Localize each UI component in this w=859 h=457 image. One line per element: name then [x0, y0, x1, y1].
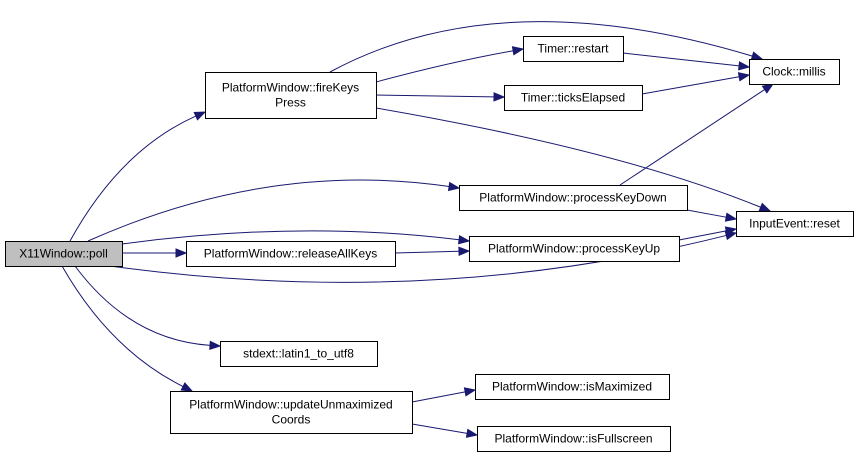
edge-n2-to-n4: [622, 52, 751, 71]
arrowhead-icon: [724, 212, 738, 222]
node-label: PlatformWindow::isMaximized: [492, 380, 652, 394]
edge-n3-to-n4: [641, 72, 751, 95]
node-label: PlatformWindow::isFullscreen: [494, 432, 652, 446]
node-box[interactable]: [186, 241, 396, 267]
edge-line: [375, 50, 514, 83]
edge-n1-to-n2: [375, 46, 525, 83]
node-n7[interactable]: PlatformWindow::releaseAllKeys: [186, 241, 396, 267]
node-label: InputEvent::reset: [749, 217, 840, 231]
arrowhead-icon: [758, 202, 772, 212]
node-box[interactable]: [469, 236, 680, 262]
node-n4[interactable]: Clock::millis: [749, 59, 840, 85]
node-box[interactable]: [205, 72, 377, 119]
arrowhead-icon: [750, 51, 764, 61]
edge-n5-to-n4: [619, 83, 775, 186]
node-n5[interactable]: PlatformWindow::processKeyDown: [459, 185, 688, 211]
edge-n0-to-n1: [69, 111, 207, 242]
edge-line: [622, 52, 740, 67]
edge-n0-to-n8: [121, 230, 471, 245]
edge-n0-to-n10: [61, 265, 194, 392]
node-box[interactable]: [459, 185, 688, 211]
edge-n1-to-n6: [375, 107, 772, 212]
edge-line: [411, 423, 468, 434]
edge-line: [121, 230, 460, 245]
arrowhead-icon: [447, 181, 461, 192]
edge-line: [619, 89, 765, 186]
edge-line: [394, 250, 460, 254]
node-n6[interactable]: InputEvent::reset: [736, 211, 854, 237]
node-label: Clock::millis: [762, 65, 825, 79]
edge-line: [61, 265, 184, 387]
node-box[interactable]: [170, 391, 413, 434]
node-n11[interactable]: PlatformWindow::isMaximized: [475, 374, 670, 400]
arrowhead-icon: [511, 46, 525, 56]
node-label: PlatformWindow::fireKeys: [222, 81, 359, 95]
node-box[interactable]: [5, 241, 123, 267]
node-box[interactable]: [736, 211, 854, 237]
arrowhead-icon: [180, 382, 194, 392]
edge-n5-to-n6: [686, 209, 738, 222]
node-n8[interactable]: PlatformWindow::processKeyUp: [469, 236, 680, 262]
edge-line: [69, 115, 197, 242]
node-label: Press: [275, 96, 306, 110]
node-box[interactable]: [749, 59, 840, 85]
arrowhead-icon: [209, 340, 222, 351]
node-label: X11Window::poll: [19, 247, 108, 261]
node-label: Coords: [272, 413, 311, 427]
node-box[interactable]: [475, 374, 670, 400]
arrowhead-icon: [458, 246, 471, 257]
arrowhead-icon: [737, 72, 751, 82]
node-n2[interactable]: Timer::restart: [523, 36, 624, 62]
arrowhead-icon: [457, 235, 471, 245]
arrowhead-icon: [465, 428, 479, 438]
edge-line: [686, 209, 727, 218]
node-label: PlatformWindow::processKeyUp: [488, 242, 660, 256]
node-box[interactable]: [477, 426, 671, 452]
edge-line: [74, 265, 211, 346]
node-n3[interactable]: Timer::ticksElapsed: [504, 85, 643, 111]
arrowhead-icon: [193, 111, 207, 121]
node-box[interactable]: [523, 36, 624, 62]
edge-n0-to-n9: [74, 265, 222, 351]
edge-n0-to-n5: [87, 179, 461, 242]
node-n12[interactable]: PlatformWindow::isFullscreen: [477, 426, 671, 452]
edge-line: [375, 94, 495, 98]
edge-line: [641, 76, 740, 95]
edge-n1-to-n3: [375, 92, 506, 102]
edge-n10-to-n12: [411, 423, 479, 438]
edge-n8-to-n6: [678, 226, 738, 241]
edge-n10-to-n11: [411, 387, 477, 403]
arrowhead-icon: [463, 387, 477, 397]
node-n0[interactable]: X11Window::poll: [5, 241, 123, 267]
node-n9[interactable]: stdext::latin1_to_utf8: [220, 341, 378, 367]
arrowhead-icon: [175, 248, 188, 258]
node-box[interactable]: [220, 341, 378, 367]
node-label: PlatformWindow::releaseAllKeys: [204, 247, 377, 261]
node-label: PlatformWindow::updateUnmaximized: [189, 398, 392, 412]
edge-n0-to-n7: [122, 248, 188, 258]
edge-line: [678, 230, 727, 241]
edge-line: [87, 179, 450, 242]
arrowhead-icon: [738, 61, 751, 71]
node-box[interactable]: [504, 85, 643, 111]
arrowhead-icon: [724, 226, 738, 236]
edge-line: [375, 107, 761, 208]
nodes-layer: X11Window::pollPlatformWindow::fireKeysP…: [5, 36, 854, 452]
edge-line: [329, 21, 753, 73]
edge-n7-to-n8: [394, 246, 471, 257]
arrowhead-icon: [761, 83, 775, 94]
node-label: PlatformWindow::processKeyDown: [479, 191, 666, 205]
edge-line: [411, 391, 466, 403]
node-label: Timer::ticksElapsed: [521, 91, 625, 105]
node-label: stdext::latin1_to_utf8: [243, 347, 354, 361]
arrowhead-icon: [493, 92, 506, 102]
node-label: Timer::restart: [538, 42, 610, 56]
